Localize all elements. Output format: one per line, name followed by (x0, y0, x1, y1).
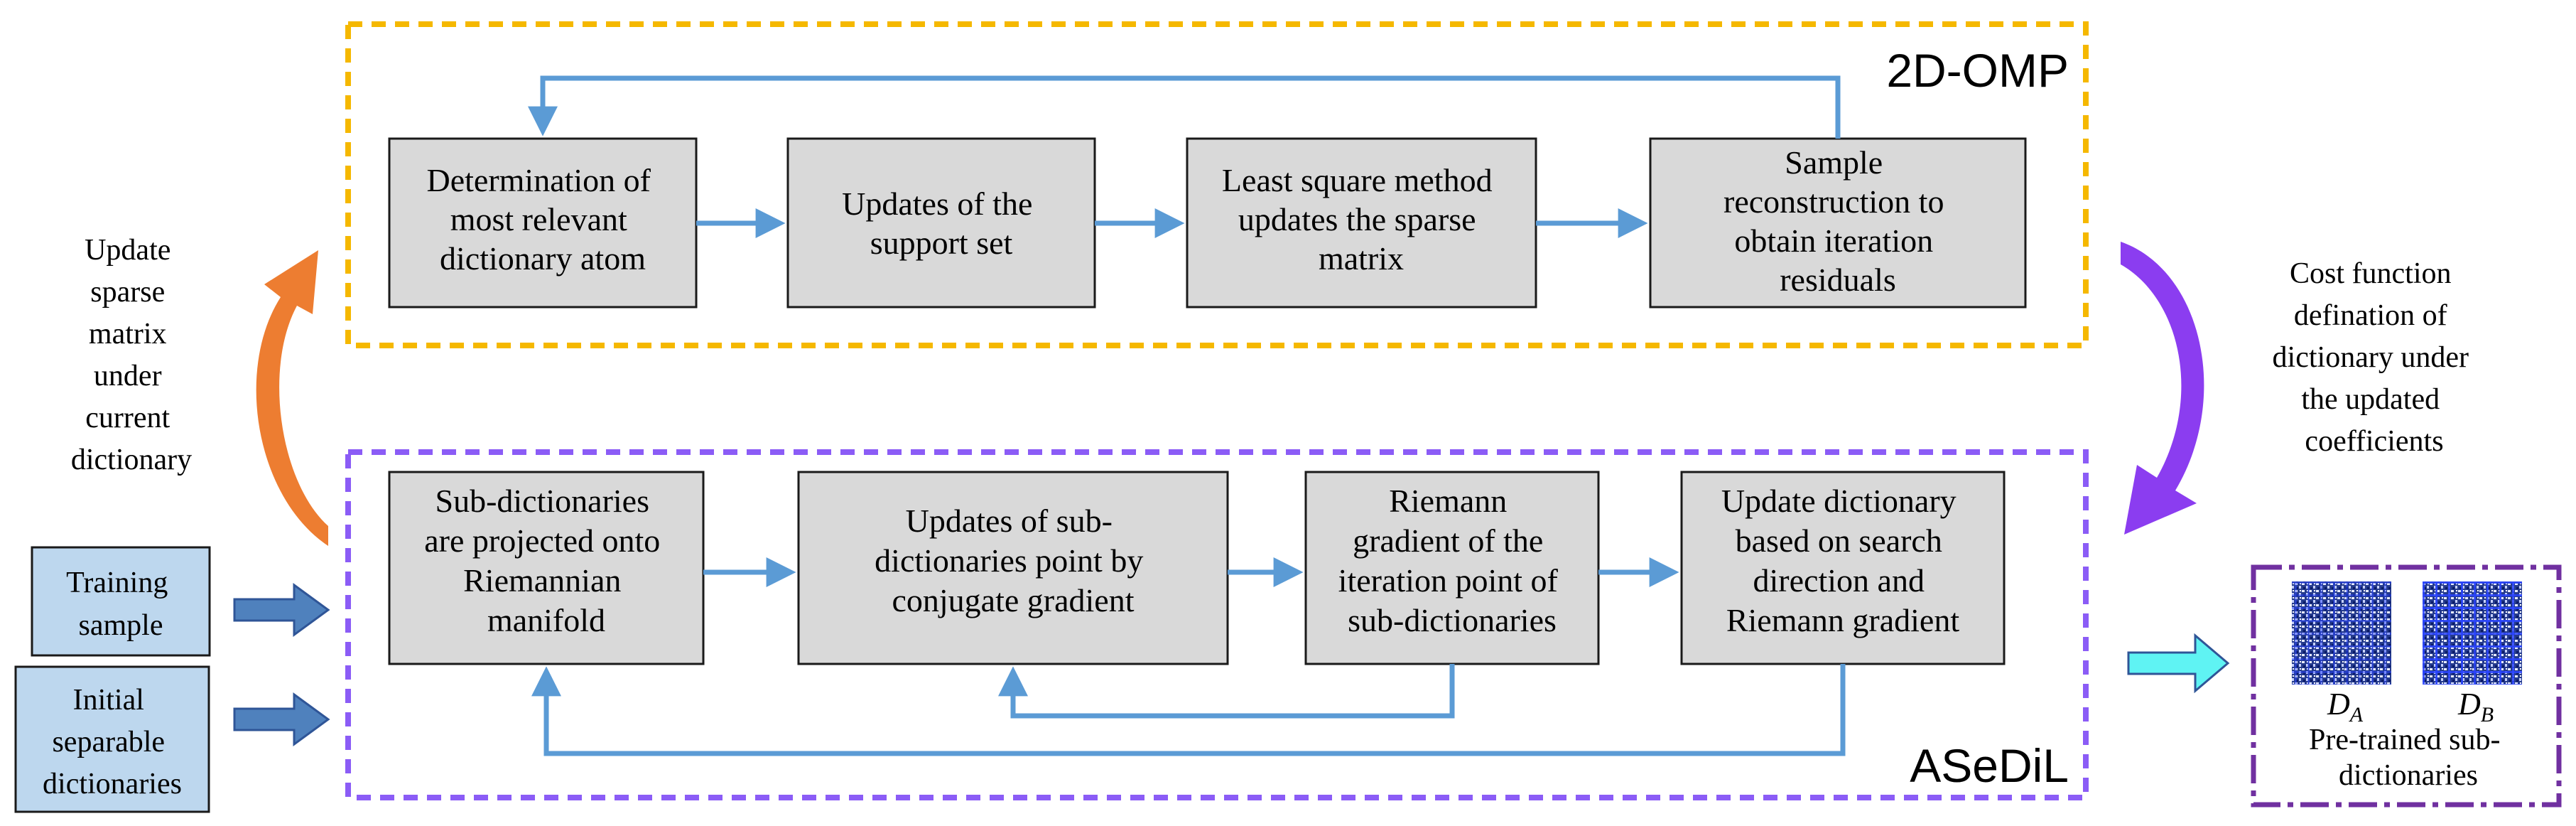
omp-box-1: Determination of most relevant dictionar… (388, 137, 698, 309)
cost-function-curved-arrow (2121, 242, 2204, 535)
training-sample-text: Training sample (66, 567, 175, 642)
dictionaries-input-arrow (233, 692, 330, 746)
asedil-section-title: ASeDiL (1910, 739, 2069, 792)
omp-feedback-arrow (528, 75, 1841, 139)
asedil-box-2-text: Updates of sub- dictionaries point by co… (875, 503, 1152, 618)
asedil-feedback-arrow-4-1 (531, 664, 1846, 756)
cost-function-caption: Cost function defination of dictionary u… (2273, 257, 2477, 458)
omp-box-2-text: Updates of the support set (842, 186, 1041, 261)
output-frame (2251, 564, 2562, 808)
omp-box-2: Updates of the support set (786, 137, 1096, 309)
asedil-feedback-arrow-3-2 (998, 664, 1455, 719)
asedil-box-3: Riemann gradient of the iteration point … (1304, 471, 1600, 665)
dictionary-a-image (2292, 581, 2391, 685)
output-arrow (2127, 633, 2230, 694)
omp-section-frame (345, 21, 2089, 348)
update-sparse-caption: Update sparse matrix under current dicti… (71, 234, 192, 476)
dictionary-a-label: DA (2327, 687, 2364, 726)
omp-box-1-text: Determination of most relevant dictionar… (426, 162, 659, 277)
asedil-section-frame (345, 449, 2089, 800)
training-input-arrow (233, 583, 330, 637)
omp-box-3: Least square method updates the sparse m… (1186, 137, 1537, 309)
omp-box-3-text: Least square method updates the sparse m… (1222, 162, 1500, 277)
initial-dictionaries-box: Initial separable dictionaries (14, 665, 210, 813)
asedil-box-4-text: Update dictionary based on search direct… (1721, 483, 1964, 638)
asedil-box-4: Update dictionary based on search direct… (1680, 471, 2006, 665)
asedil-box-1: Sub-dictionaries are projected onto Riem… (388, 471, 705, 665)
omp-box-4: Sample reconstruction to obtain iteratio… (1649, 137, 2027, 309)
omp-box-4-text: Sample reconstruction to obtain iteratio… (1723, 144, 1952, 298)
omp-section-title: 2D-OMP (1886, 44, 2069, 97)
training-sample-box: Training sample (31, 546, 211, 657)
initial-dictionaries-text: Initial separable dictionaries (43, 684, 182, 800)
asedil-box-1-text: Sub-dictionaries are projected onto Riem… (424, 483, 669, 638)
asedil-box-3-text: Riemann gradient of the iteration point … (1338, 483, 1566, 638)
dictionary-b-image (2423, 581, 2522, 685)
update-sparse-curved-arrow (256, 250, 328, 546)
dictionary-b-label: DB (2457, 687, 2494, 726)
output-caption: Pre-trained sub- dictionaries (2309, 724, 2508, 792)
asedil-box-2: Updates of sub- dictionaries point by co… (797, 471, 1229, 665)
